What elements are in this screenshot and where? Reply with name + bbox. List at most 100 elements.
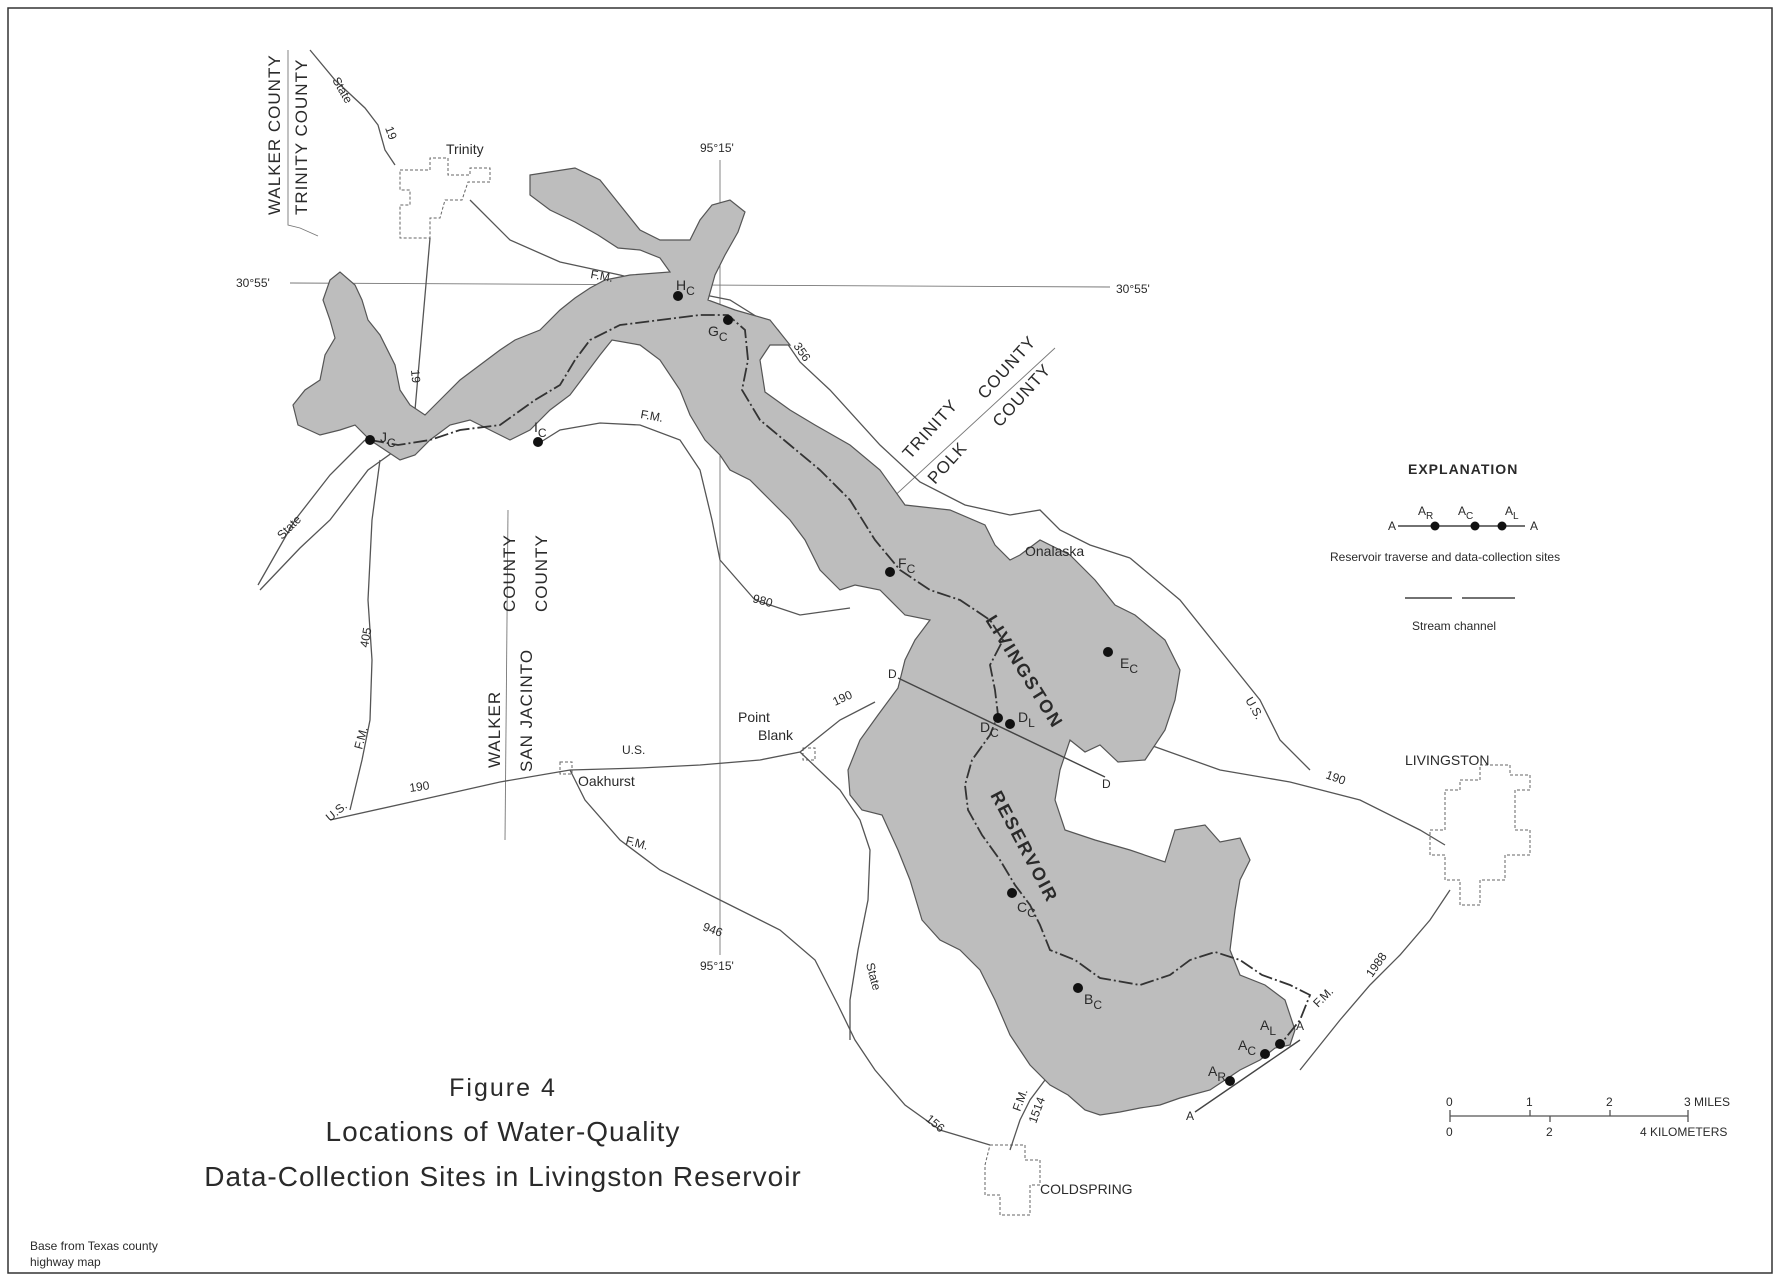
road-label-fm-mid: F.M. — [639, 407, 664, 425]
legend-stream-label: Stream channel — [1412, 619, 1496, 633]
legend-site-ac-label: AC — [1458, 504, 1473, 522]
road-label-state-left: State — [274, 512, 304, 542]
road-label-fm-low: F.M. — [624, 833, 650, 852]
road-label-fm-top: F.M. — [589, 267, 614, 285]
county-walker-top: WALKER COUNTY — [265, 54, 284, 215]
legend-end-left: A — [1388, 519, 1396, 533]
site-label-jc: JC — [380, 429, 396, 450]
latitude-label-right: 30°55' — [1116, 282, 1150, 296]
county-walker-s: WALKER — [485, 691, 504, 768]
site-label-ic: IC — [534, 419, 547, 440]
road-state-left — [257, 439, 366, 586]
scale-km-4: 4 KILOMETERS — [1640, 1125, 1727, 1139]
scale-km-2: 2 — [1546, 1125, 1553, 1139]
traverse-a-left-label: A — [1186, 1109, 1194, 1123]
road-label-fm-right: F.M. — [1310, 984, 1336, 1010]
livingston-reservoir — [292, 167, 1296, 1116]
figure-title-line1: Locations of Water-Quality — [326, 1116, 681, 1147]
site-fc — [885, 567, 895, 577]
road-state-low — [799, 751, 871, 1040]
traverse-d-right-label: D — [1102, 777, 1111, 791]
road-label-state-19-top: State — [329, 75, 355, 107]
site-label-bc: BC — [1084, 991, 1102, 1012]
site-al — [1275, 1039, 1285, 1049]
site-bc — [1073, 983, 1083, 993]
map-frame — [7, 7, 1773, 1274]
site-label-gc: GC — [708, 323, 728, 344]
county-polk-ne: POLK — [924, 438, 971, 487]
site-label-dc: DC — [980, 719, 999, 740]
county-san-jacinto-s: SAN JACINTO — [517, 649, 536, 772]
longitude-label-bottom: 95°15' — [700, 959, 734, 973]
road-label-190-left: 190 — [408, 778, 430, 795]
scale-miles-0: 0 — [1446, 1095, 1453, 1109]
traverse-d — [897, 677, 1106, 778]
road-label-fm-left: F.M. — [351, 725, 370, 751]
road-label-state-low: State — [863, 961, 884, 992]
legend-site-al — [1497, 521, 1507, 531]
scale-miles-2: 2 — [1606, 1095, 1613, 1109]
traverse-d-left-label: D — [888, 667, 897, 681]
county-line-walker-trinity — [287, 50, 319, 237]
road-label-980: 980 — [751, 591, 774, 610]
site-jc — [365, 435, 375, 445]
site-label-dl: DL — [1018, 709, 1035, 730]
site-ac — [1260, 1049, 1270, 1059]
road-label-us-left: U.S. — [323, 799, 350, 825]
road-fm-946 — [569, 769, 991, 1146]
scale-miles-3: 3 MILES — [1684, 1095, 1730, 1109]
road-label-19-mid: 19 — [408, 369, 423, 384]
road-fm-356 — [469, 199, 1131, 559]
site-gc — [723, 315, 733, 325]
town-point: Point — [738, 709, 770, 725]
site-hc — [673, 291, 683, 301]
site-label-hc: HC — [676, 277, 695, 298]
legend-site-ar — [1430, 521, 1440, 531]
coldspring-town-outline — [984, 1144, 1041, 1216]
road-us-190 — [329, 701, 876, 821]
latitude-label-left: 30°55' — [236, 276, 270, 290]
point-blank-town-outline — [802, 747, 816, 761]
road-label-405: 405 — [357, 626, 374, 648]
road-label-us-mid: U.S. — [622, 743, 645, 757]
site-label-al: AL — [1260, 1017, 1276, 1038]
legend-site-al-label: AL — [1505, 504, 1519, 522]
road-fm-mid — [535, 422, 851, 616]
livingston-town-outline — [1429, 764, 1531, 906]
town-coldspring: COLDSPRING — [1040, 1181, 1133, 1197]
legend: EXPLANATION A A AR AC AL Reservoir trave… — [1330, 461, 1560, 633]
source-note-line1: Base from Texas county — [30, 1239, 158, 1253]
county-s-a: COUNTY — [500, 534, 519, 612]
scale-km-0: 0 — [1446, 1125, 1453, 1139]
town-onalaska: Onalaska — [1025, 543, 1084, 559]
road-fm-1988 — [1299, 889, 1451, 1071]
traverse-a-right-label: A — [1296, 1019, 1304, 1033]
road-label-190-mid: 190 — [830, 687, 854, 708]
site-cc — [1007, 888, 1017, 898]
road-label-356: 356 — [791, 340, 814, 365]
legend-traverse-label: Reservoir traverse and data-collection s… — [1330, 550, 1560, 564]
site-ic — [533, 437, 543, 447]
site-dl — [1005, 719, 1015, 729]
site-dc — [993, 713, 1003, 723]
road-19-south — [259, 237, 431, 591]
town-trinity: Trinity — [446, 141, 484, 157]
legend-end-right: A — [1530, 519, 1538, 533]
traverse-a — [1194, 1039, 1301, 1113]
road-label-19-top: 19 — [382, 124, 400, 142]
town-oakhurst: Oakhurst — [578, 773, 635, 789]
figure-title-line2: Data-Collection Sites in Livingston Rese… — [204, 1161, 801, 1192]
legend-title: EXPLANATION — [1408, 461, 1518, 477]
road-state-19 — [309, 49, 396, 166]
scale-bar: 0 1 2 3 MILES 0 2 4 KILOMETERS — [1446, 1095, 1730, 1139]
road-label-1514: 1514 — [1026, 1095, 1048, 1125]
oakhurst-town-outline — [559, 761, 573, 775]
road-label-946: 946 — [701, 920, 725, 940]
site-label-cc: CC — [1017, 899, 1036, 920]
trinity-town-outline — [399, 157, 491, 239]
legend-site-ac — [1470, 521, 1480, 531]
site-label-ec: EC — [1120, 655, 1138, 676]
road-label-190-right: 190 — [1324, 768, 1348, 788]
county-line-walker-sanjacinto — [504, 509, 509, 841]
